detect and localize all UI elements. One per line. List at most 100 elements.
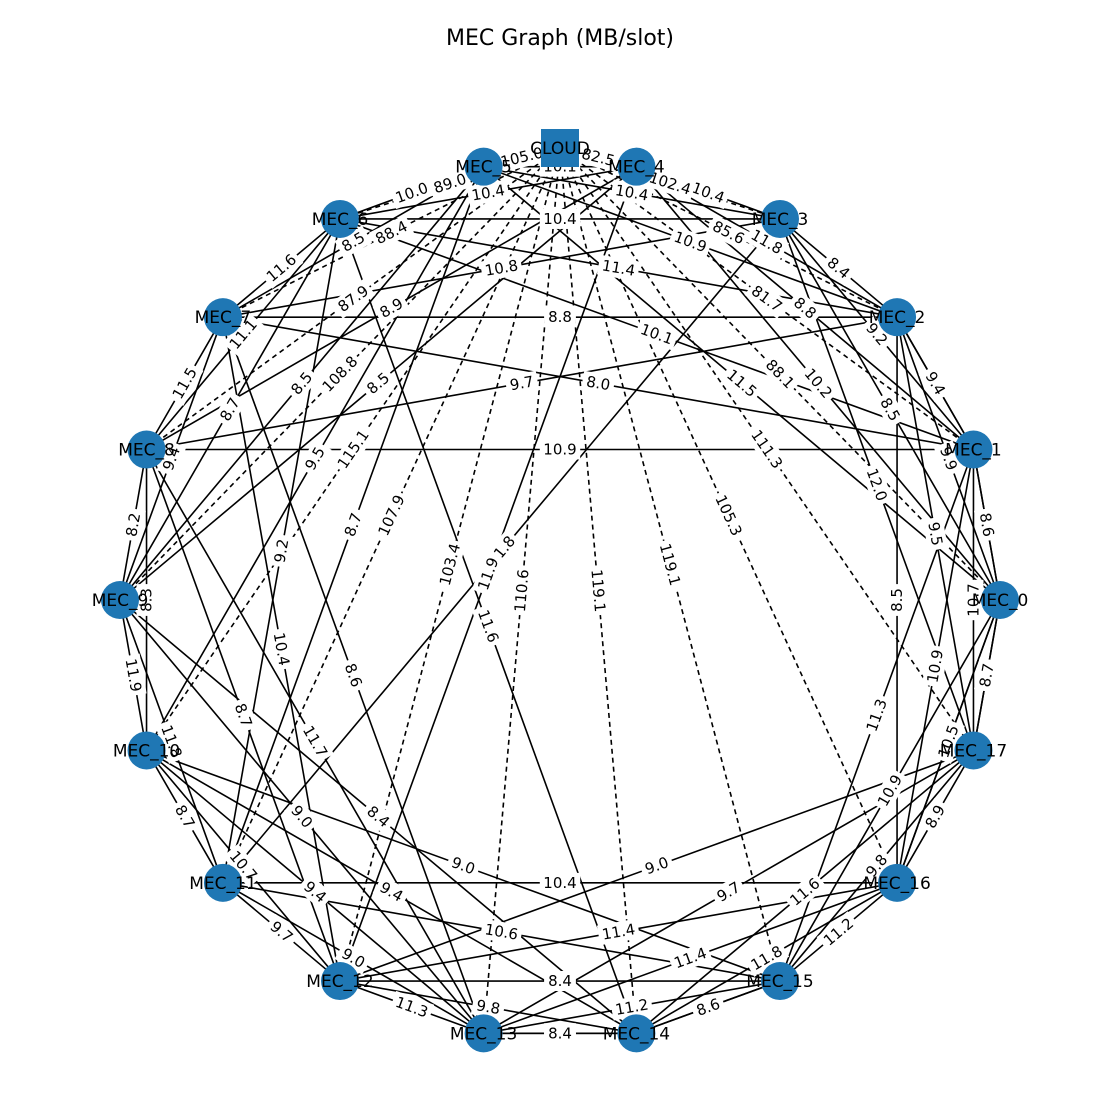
- mec-edge-label-61: 10.4: [268, 627, 295, 671]
- mec-node-11: MEC_11: [189, 863, 257, 902]
- mec-edge-label-bg-50: [638, 850, 676, 881]
- mec-edge-label-22: 8.8: [544, 307, 576, 328]
- mec-edge-label-40: 10.9: [921, 644, 949, 688]
- cloud-edge-label-13: 110.6: [509, 565, 534, 616]
- mec-edge-label-bg-64: [268, 533, 295, 569]
- mec-edge-label-53: 9.8: [470, 994, 506, 1020]
- mec-node-9: MEC_9: [92, 581, 148, 619]
- mec-edge-label-25: 9.7: [504, 370, 540, 396]
- mec-edge-label-bg-3: [819, 250, 858, 286]
- mec-node-circle-8: [127, 430, 166, 469]
- mec-edge-label-54: 10.6: [479, 918, 524, 946]
- mec-node-label-11: MEC_11: [189, 874, 256, 894]
- cloud-edge-label-0: 88.1: [758, 352, 802, 396]
- mec-edge-label-60: 8.7: [228, 696, 259, 734]
- mec-node-label-7: MEC_7: [195, 308, 252, 328]
- mec-edge-label-text-73: 8.3: [138, 588, 156, 612]
- mec-edge-label-bg-75: [222, 843, 264, 888]
- cloud-edge-label-bg-11: [372, 488, 411, 542]
- graph-title: MEC Graph (MB/slot): [446, 26, 674, 51]
- mec-edge-label-bg-46: [744, 939, 790, 977]
- mec-node-circle-7: [203, 298, 242, 337]
- mec-edge-label-text-64: 9.2: [271, 538, 293, 565]
- mec-edge-label-bg-69: [372, 291, 411, 325]
- mec-edge-label-bg-29: [338, 506, 369, 544]
- mec-edge-label-text-52: 10.4: [543, 874, 576, 892]
- mec-edge-label-bg-53: [470, 994, 506, 1020]
- mec-edge-label-51: 8.4: [544, 971, 576, 992]
- mec-edge-label-bg-15: [918, 797, 952, 836]
- mec-edge-label-bg-85: [918, 364, 952, 403]
- mec-edge-label-bg-19: [667, 225, 713, 259]
- mec-edge-label-bg-67: [359, 365, 397, 402]
- mec-edge-label-7: 8.2: [120, 507, 146, 543]
- mec-edge-label-bg-38: [922, 516, 948, 552]
- mec-node-7: MEC_7: [195, 298, 252, 337]
- mec-node-15: MEC_15: [746, 962, 814, 1001]
- mec-edge-label-45: 11.6: [783, 871, 827, 913]
- mec-edge-label-bg-33: [873, 390, 907, 429]
- mec-node-label-15: MEC_15: [746, 972, 813, 992]
- mec-edge-label-18: 10.4: [539, 208, 581, 229]
- mec-node-14: MEC_14: [603, 1014, 670, 1053]
- mec-node-4: MEC_4: [608, 147, 665, 186]
- cloud-edge-label-bg-13: [509, 565, 534, 616]
- mec-node-circle-14: [617, 1014, 656, 1053]
- mec-edge-label-bg-86: [685, 176, 731, 210]
- mec-edge-label-bg-77: [334, 941, 373, 975]
- mec-node-circle-5: [464, 147, 503, 186]
- mec-node-circle-11: [203, 863, 242, 902]
- mec-edge-label-text-38: 9.5: [924, 521, 946, 548]
- mec-edge-label-bg-23: [580, 370, 616, 396]
- mec-node-label-17: MEC_17: [940, 741, 1007, 761]
- mec-edge-label-33: 8.5: [873, 390, 907, 429]
- cloud-edge-label-14: 119.1: [586, 565, 611, 616]
- mec-edge-label-bg-20: [479, 254, 524, 282]
- cloud-edge-label-12: 103.4: [434, 538, 466, 591]
- mec-edge-label-bg-22: [544, 307, 576, 328]
- mec-edge-label-text-17: 10.4: [614, 181, 650, 205]
- mec-node-13: MEC_13: [450, 1014, 517, 1053]
- mec-edge-label-bg-71: [334, 225, 373, 259]
- mec-edge-label-bg-70: [222, 312, 264, 357]
- mec-edge-label-78: 11.4: [596, 918, 641, 946]
- mec-edge-label-11: 11.3: [389, 990, 435, 1024]
- mec-edge-label-48: 11.2: [610, 993, 654, 1021]
- mec-edge-label-bg-41: [887, 584, 908, 616]
- mec-node-label-16: MEC_16: [863, 874, 930, 894]
- mec-node-label-13: MEC_13: [450, 1024, 517, 1044]
- cloud-edge-label-bg-6: [427, 167, 473, 200]
- mec-edge-label-bg-11: [389, 990, 435, 1024]
- mec-node-2: MEC_2: [869, 298, 925, 337]
- mec-edge-label-text-83: 8.7: [976, 662, 998, 689]
- cloud-edge-label-text-13: 110.6: [511, 568, 533, 612]
- mec-edge-label-text-84: 8.6: [976, 511, 998, 538]
- mec-edge-label-text-53: 9.8: [475, 996, 502, 1018]
- mec-edge-label-bg-48: [610, 993, 654, 1021]
- mec-edge-label-24: 10.9: [539, 439, 581, 460]
- mec-edge-label-text-78: 11.4: [601, 920, 637, 944]
- cloud-edge-label-bg-4: [576, 142, 621, 172]
- mec-edge-label-bg-47: [667, 941, 713, 975]
- edge-labels-layer: 9.78.69.38.410.111.611.58.211.98.79.711.…: [119, 141, 1000, 1044]
- mec-edge-label-bg-18: [539, 208, 581, 229]
- mec-edge-label-29: 8.7: [338, 506, 369, 544]
- mec-edge-label-bg-52: [539, 872, 581, 893]
- mec-edge-label-bg-8: [119, 653, 147, 697]
- mec-node-circle-16: [878, 863, 917, 902]
- mec-node-label-6: MEC_6: [312, 210, 369, 230]
- mec-edge-label-bg-21: [596, 254, 641, 282]
- mec-node-label-8: MEC_8: [118, 441, 175, 461]
- cloud-edge-label-bg-7: [368, 214, 415, 251]
- mec-edge-label-text-48: 11.2: [614, 995, 650, 1019]
- mec-edge-label-bg-7: [120, 507, 146, 543]
- mec-edge-label-bg-82: [932, 719, 965, 764]
- mec-edge-label-bg-6: [165, 360, 204, 406]
- mec-edge-label-39: 10.7: [963, 579, 984, 621]
- mec-edge-label-bg-9: [168, 797, 202, 836]
- mec-node-1: MEC_1: [945, 430, 1002, 469]
- mec-node-circle-13: [464, 1014, 503, 1053]
- cloud-edge-17: [559, 147, 975, 751]
- mec-edge-label-bg-37: [860, 462, 894, 508]
